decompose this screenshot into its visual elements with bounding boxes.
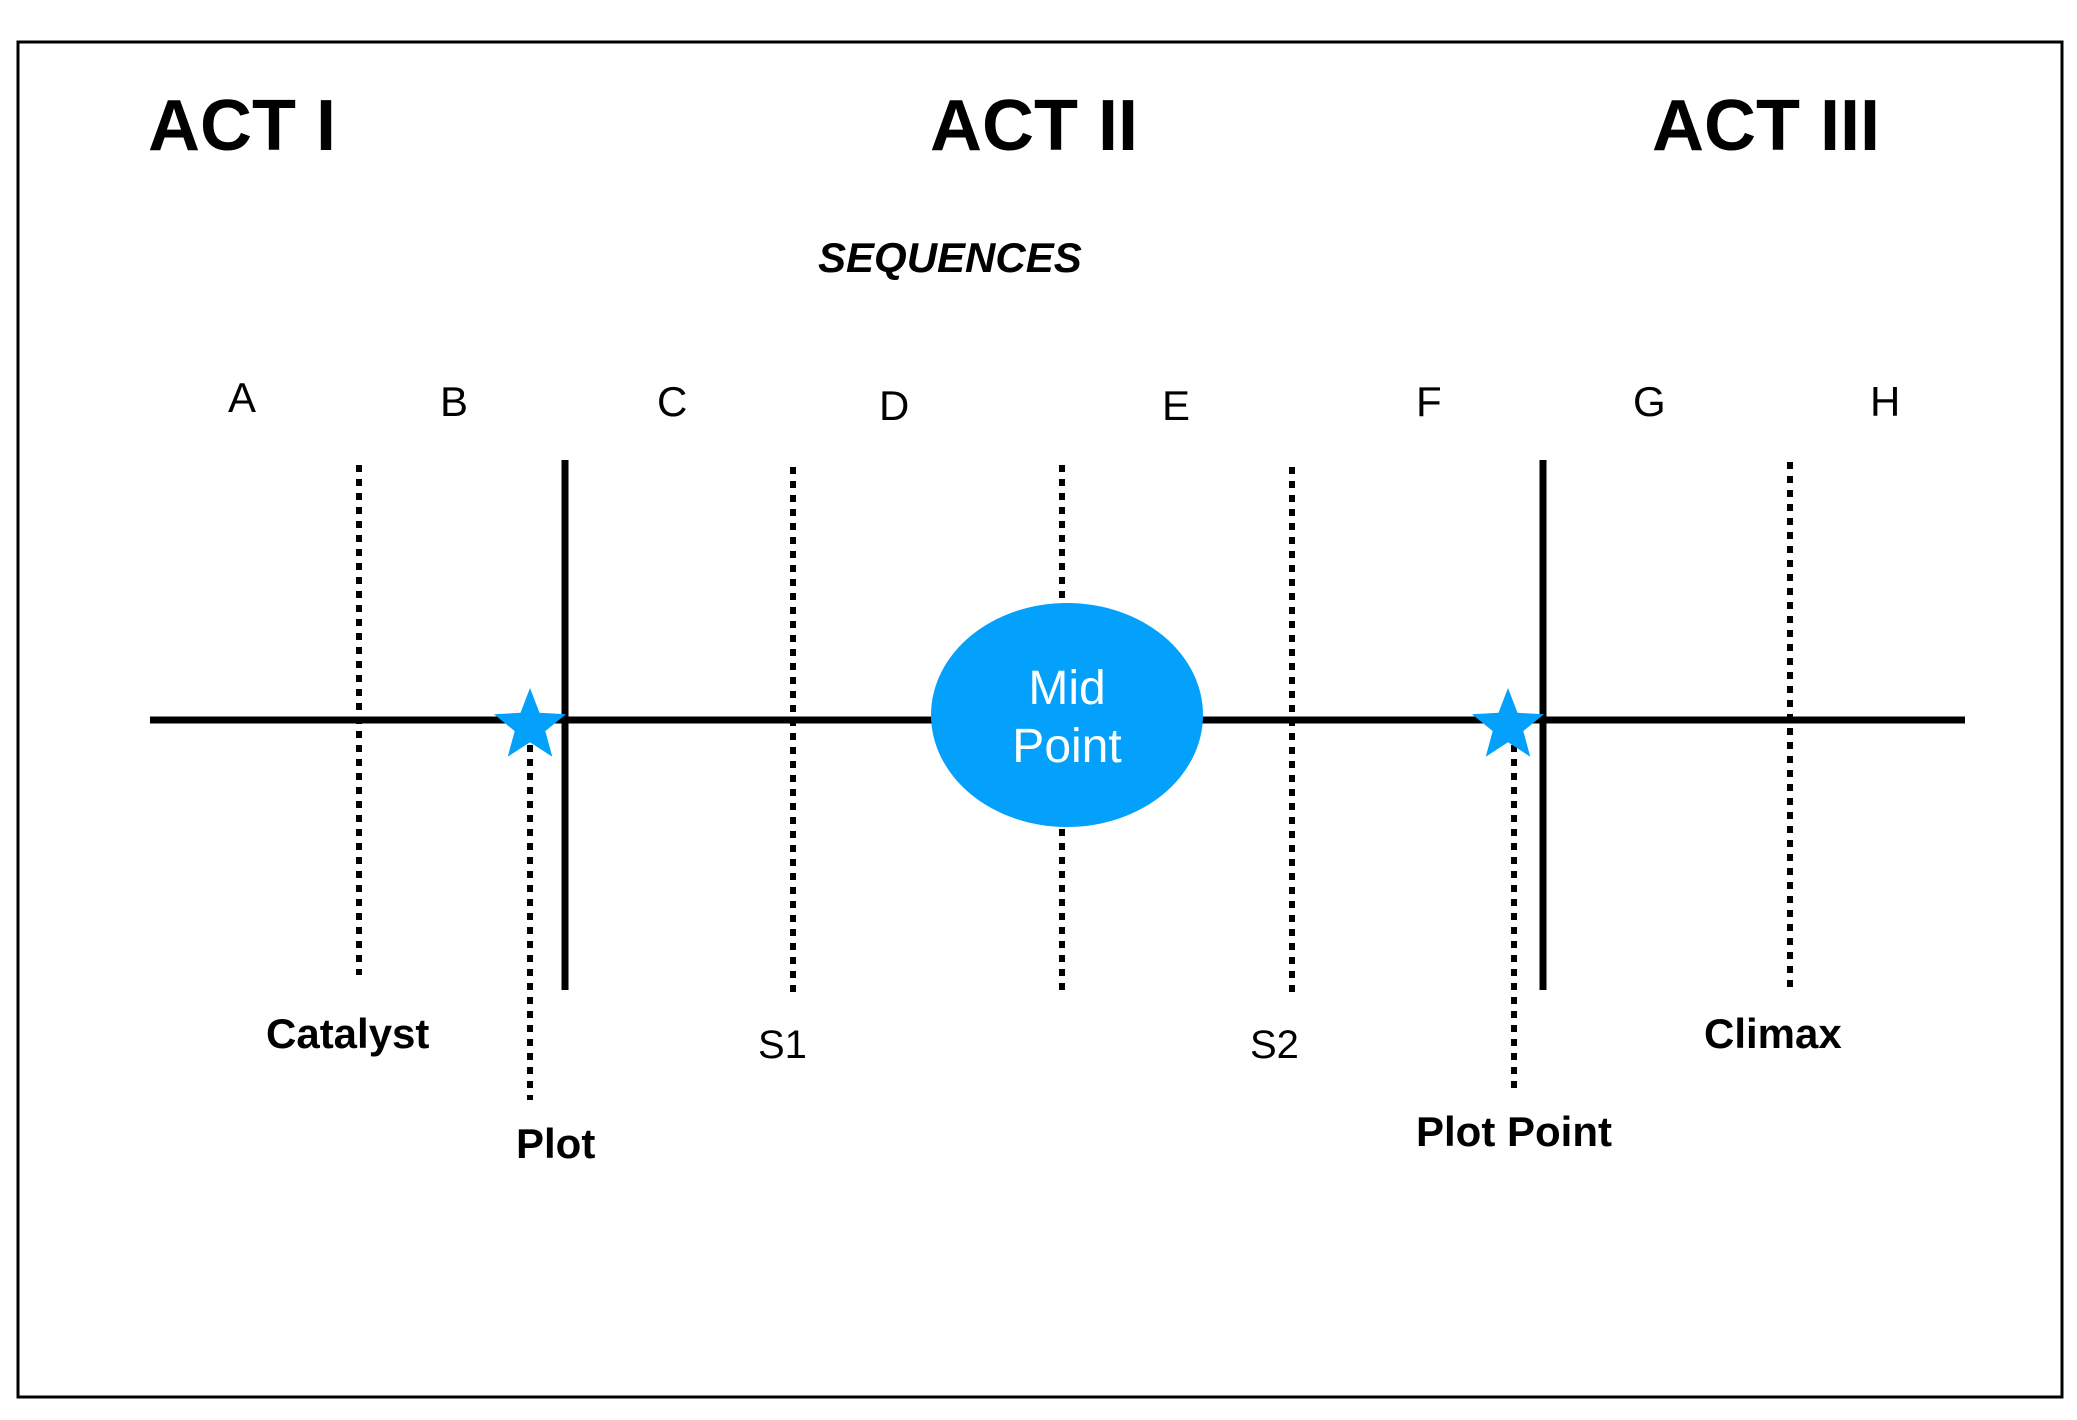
midpoint-label-line1: Mid <box>1028 662 1105 715</box>
act-two-title: ACT II <box>930 86 1138 166</box>
s1-label: S1 <box>758 1023 807 1067</box>
s2-label: S2 <box>1250 1023 1299 1067</box>
sequences-title: SEQUENCES <box>818 234 1082 282</box>
sequence-label-b: B <box>440 378 468 425</box>
catalyst-label: Catalyst <box>266 1010 429 1057</box>
act-three-title: ACT III <box>1652 86 1880 166</box>
climax-label: Climax <box>1704 1010 1842 1057</box>
act-one-title: ACT I <box>148 86 336 166</box>
sequence-label-a: A <box>228 374 256 421</box>
star-icon <box>1472 688 1544 757</box>
midpoint-ellipse <box>931 603 1203 827</box>
sequence-label-h: H <box>1870 378 1900 425</box>
sequence-label-c: C <box>657 378 687 425</box>
sequence-label-d: D <box>879 382 909 429</box>
star-icon <box>494 688 566 757</box>
plot-point-label: Plot Point <box>1416 1108 1612 1155</box>
sequence-label-g: G <box>1633 378 1666 425</box>
plot-label: Plot <box>516 1120 595 1167</box>
sequence-label-e: E <box>1162 382 1190 429</box>
diagram-frame <box>16 40 2064 1399</box>
sequence-label-f: F <box>1416 378 1442 425</box>
midpoint-label-line2: Point <box>1012 720 1121 773</box>
